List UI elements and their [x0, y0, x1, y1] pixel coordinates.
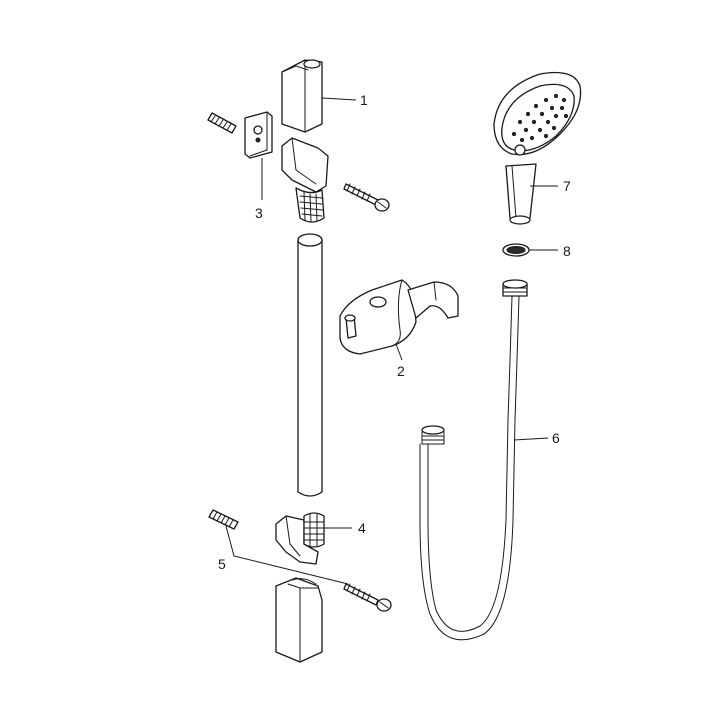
leader-6 [513, 437, 549, 441]
callout-6: 6 [552, 430, 560, 446]
part-3-upper-dowel [207, 112, 237, 134]
part-4-lower-holder [275, 512, 325, 565]
part-6-shower-hose [419, 279, 528, 641]
leader-1 [321, 97, 357, 101]
part-7-hand-shower [493, 71, 582, 225]
callout-5: 5 [218, 556, 226, 572]
part-1-top-cover [281, 59, 323, 133]
part-5-lower-screw [343, 583, 392, 612]
spray-face-nozzles [511, 93, 569, 143]
slide-rail [297, 233, 323, 497]
part-3-wall-plate [244, 111, 273, 159]
callout-4: 4 [358, 520, 366, 536]
part-8-filter-washer [502, 243, 530, 257]
callout-2: 2 [397, 363, 405, 379]
callout-7: 7 [563, 178, 571, 194]
callout-1: 1 [360, 92, 368, 108]
part-2-slider [339, 279, 459, 355]
part-5-lower-dowel [208, 509, 239, 530]
callout-3: 3 [255, 205, 263, 221]
callout-8: 8 [563, 243, 571, 259]
part-5-lower-cover [275, 577, 323, 663]
leader-5 [225, 525, 349, 585]
part-3-upper-holder [281, 137, 329, 223]
part-3-upper-screw [343, 183, 390, 212]
leader-2 [395, 343, 403, 361]
